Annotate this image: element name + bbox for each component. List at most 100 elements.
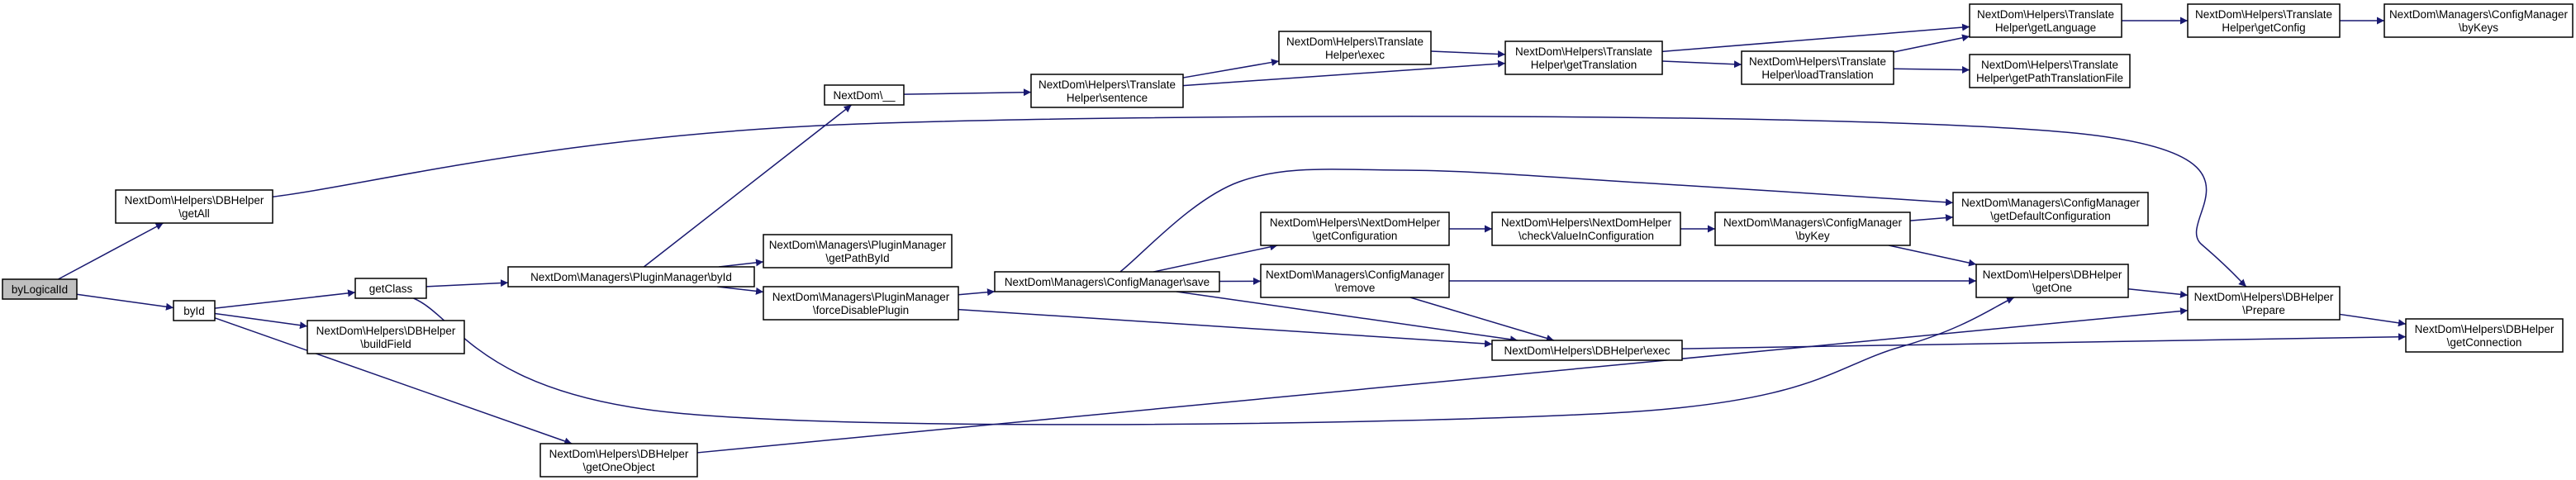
edges-layer [58,17,2407,454]
node-label: NextDom\Helpers\Translate [1286,36,1423,48]
node-label: getClass [369,283,413,295]
node-loadTranslation[interactable]: NextDom\Helpers\TranslateHelper\loadTran… [1741,50,1894,85]
edge-loadTranslation-to-getLanguage [1893,34,1970,53]
edge-getClass-to-getOne [413,297,2015,425]
node-getAll[interactable]: NextDom\Helpers\DBHelper\getAll [115,189,273,224]
edge-byLogicalId-to-getAll [58,222,164,280]
node-label: NextDom\Managers\ConfigManager [1723,216,1903,229]
node-label: \getAll [178,207,210,220]
node-label: \getOne [2032,282,2072,294]
node-box [2384,3,2574,38]
edge-cmSave-to-getConfiguration [1153,243,1278,273]
node-label: NextDom\Managers\ConfigManager [2389,8,2569,21]
node-box [1491,340,1683,361]
node-getOne[interactable]: NextDom\Helpers\DBHelper\getOne [1975,264,2129,298]
node-cmSave[interactable]: NextDom\Managers\ConfigManager\save [994,271,1220,292]
node-label: \getConfiguration [1313,230,1398,242]
node-cmByKey[interactable]: NextDom\Managers\ConfigManager\byKey [1714,211,1911,246]
node-box [763,286,959,321]
node-label: NextDom\Helpers\Translate [1749,55,1886,68]
edge-cmByKey-to-getDefaultConfiguration [1909,214,1954,222]
node-checkValueInConfiguration[interactable]: NextDom\Helpers\NextDomHelper\checkValue… [1491,211,1681,246]
node-label: NextDom\Helpers\DBHelper [1983,269,2122,281]
node-box [1504,40,1663,75]
node-box [994,271,1220,292]
node-getDefaultConfiguration[interactable]: NextDom\Managers\ConfigManager\getDefaul… [1952,192,2149,226]
nodes-layer: byLogicalIdNextDom\Helpers\DBHelper\getA… [2,3,2574,478]
node-label: \getConnection [2447,336,2522,349]
node-label: \getOneObject [582,461,654,473]
edge-cmRemove-to-dbExec [1409,297,1555,342]
node-box [539,443,698,478]
node-box [507,266,755,288]
node-getConfig[interactable]: NextDom\Helpers\TranslateHelper\getConfi… [2187,3,2341,38]
node-box [1030,74,1184,108]
edge-getTranslation-to-loadTranslation [1661,60,1742,69]
node-forceDisablePlugin[interactable]: NextDom\Managers\PluginManager\forceDisa… [763,286,959,321]
node-box [763,234,953,269]
node-cmRemove[interactable]: NextDom\Managers\ConfigManager\remove [1260,264,1450,298]
node-box [824,84,905,106]
node-label: NextDom\Helpers\DBHelper [316,325,456,337]
node-box [1491,211,1681,246]
node-getConnection[interactable]: NextDom\Helpers\DBHelper\getConnection [2405,318,2564,353]
node-label: Helper\loadTranslation [1761,69,1873,81]
node-label: NextDom\Managers\ConfigManager [1266,269,1445,281]
node-label: Helper\exec [1325,49,1385,61]
node-label: NextDom\Managers\PluginManager\byId [530,271,732,283]
node-label: NextDom\Helpers\Translate [2195,8,2332,21]
node-label: NextDom\Helpers\DBHelper [2194,291,2334,303]
node-box [2405,318,2564,353]
edge-getOneObject-to-prepare [696,307,2189,454]
node-box [1975,264,2129,298]
node-label: NextDom\Managers\ConfigManager\save [1005,276,1210,288]
node-byLogicalId[interactable]: byLogicalId [2,278,78,300]
node-box [1969,3,2122,38]
edge-getTranslation-to-getLanguage [1661,23,1970,53]
node-prepare[interactable]: NextDom\Helpers\DBHelper\Prepare [2187,286,2341,321]
node-getClass[interactable]: getClass [354,278,427,299]
edge-pmById-to-getPathById [718,259,764,268]
edge-byLogicalId-to-byId [76,293,174,311]
node-box [173,300,216,321]
node-getPathById[interactable]: NextDom\Managers\PluginManager\getPathBy… [763,234,953,269]
node-label: Helper\getPathTranslationFile [1976,72,2123,84]
edge-pmById-to-forceDisablePlugin [717,286,764,295]
node-box [1714,211,1911,246]
edge-dbExec-to-getConnection [1681,333,2407,349]
edge-getAll-to-prepare [272,116,2247,288]
node-byId[interactable]: byId [173,300,216,321]
node-pmById[interactable]: NextDom\Managers\PluginManager\byId [507,266,755,288]
edge-byId-to-getOneObject [214,317,573,445]
node-label: NextDom\Helpers\Translate [1038,78,1176,91]
edge-cmSave-to-getDefaultConfiguration [1119,169,1954,273]
edge-sentence-to-getTranslation [1182,59,1506,87]
node-getPathTranslationFile[interactable]: NextDom\Helpers\TranslateHelper\getPathT… [1969,54,2131,88]
node-dbExec[interactable]: NextDom\Helpers\DBHelper\exec [1491,340,1683,361]
node-label: Helper\getConfig [2222,21,2305,34]
node-box [2,278,78,300]
node-label: \byKey [1795,230,1830,242]
node-label: NextDom\Helpers\Translate [1981,59,2118,71]
node-box [1260,211,1450,246]
edge-byId-to-getClass [214,289,356,309]
node-getLanguage[interactable]: NextDom\Helpers\TranslateHelper\getLangu… [1969,3,2122,38]
node-ndTranslate[interactable]: NextDom\__ [824,84,905,106]
node-label: NextDom\Helpers\DBHelper\exec [1504,345,1670,357]
node-box [2187,3,2341,38]
node-label: NextDom\Managers\ConfigManager [1961,197,2141,209]
node-getOneObject[interactable]: NextDom\Helpers\DBHelper\getOneObject [539,443,698,478]
node-getTranslation[interactable]: NextDom\Helpers\TranslateHelper\getTrans… [1504,40,1663,75]
node-label: \byKeys [2459,21,2498,34]
node-buildField[interactable]: NextDom\Helpers\DBHelper\buildField [307,320,465,354]
node-label: \Prepare [2242,304,2285,316]
node-label: Helper\sentence [1067,92,1148,104]
node-label: \forceDisablePlugin [813,304,909,316]
edge-ndTranslate-to-sentence [903,88,1032,97]
node-box [1278,31,1432,65]
node-cmByKeys[interactable]: NextDom\Managers\ConfigManager\byKeys [2384,3,2574,38]
edge-pmById-to-ndTranslate [643,104,853,268]
node-getConfiguration[interactable]: NextDom\Helpers\NextDomHelper\getConfigu… [1260,211,1450,246]
